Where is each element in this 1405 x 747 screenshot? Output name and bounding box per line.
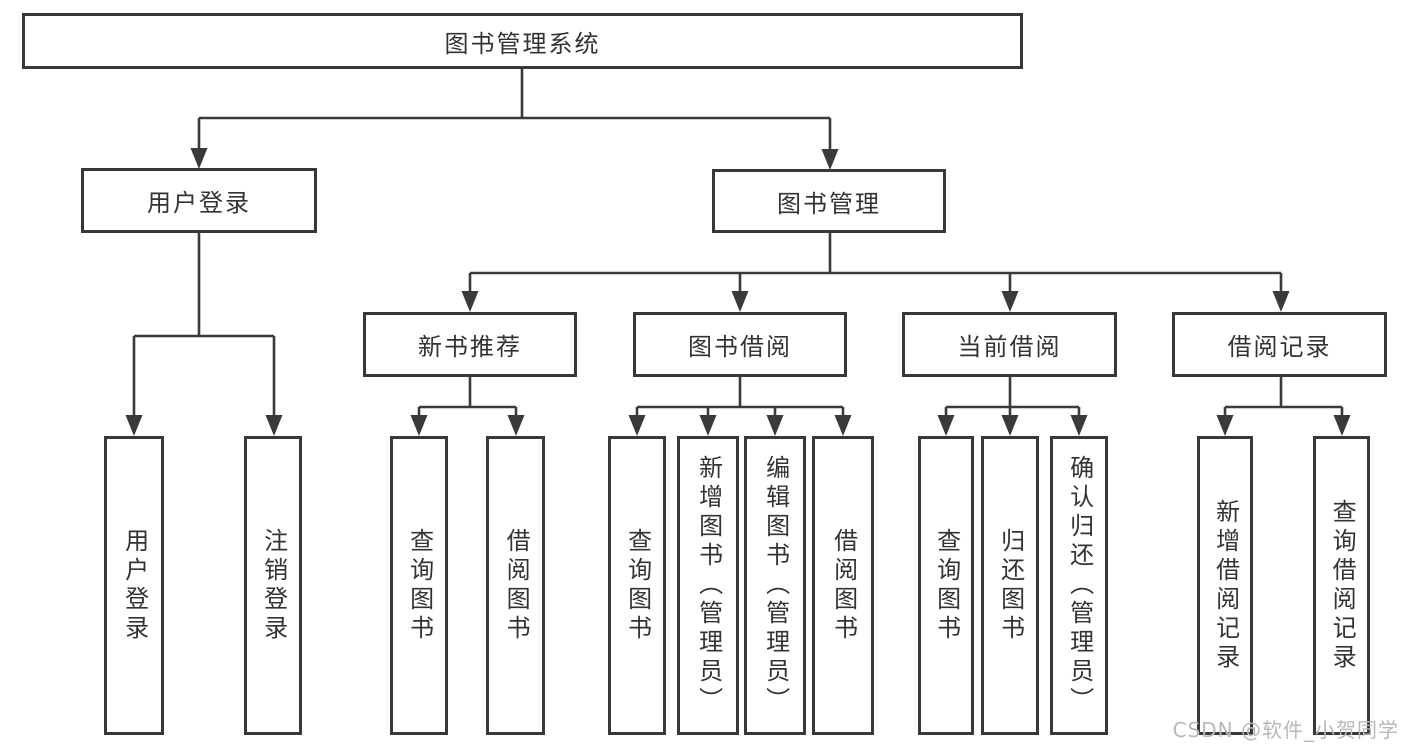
leaf-return-books: 归还图书 <box>981 436 1039 735</box>
leaf-query-borrow-record-label: 查询借阅记录 <box>1328 498 1357 673</box>
leaf-user-login: 用户登录 <box>104 436 164 735</box>
leaf-user-login-label: 用户登录 <box>120 527 149 644</box>
node-current-borrowing-label: 当前借阅 <box>957 333 1062 361</box>
leaf-query-books-current: 查询图书 <box>918 436 974 735</box>
node-new-book-recommend: 新书推荐 <box>363 312 577 377</box>
arrowhead <box>1070 415 1088 436</box>
leaf-edit-books-admin-label: 编辑图书（管理员） <box>761 455 790 716</box>
arrowhead <box>461 291 479 312</box>
arrowhead <box>125 415 143 436</box>
leaf-borrow-books-recommend: 借阅图书 <box>486 436 545 735</box>
leaf-query-books-recommend-label: 查询图书 <box>405 527 434 644</box>
arrowhead <box>731 291 749 312</box>
arrowhead <box>766 415 784 436</box>
arrowhead <box>265 415 283 436</box>
arrowhead <box>699 415 717 436</box>
arrowhead <box>834 415 852 436</box>
leaf-return-books-label: 归还图书 <box>996 527 1025 644</box>
arrowhead <box>821 149 839 170</box>
node-user-login: 用户登录 <box>81 168 317 233</box>
leaf-add-borrow-record-label: 新增借阅记录 <box>1211 498 1240 673</box>
node-book-management-label: 图书管理 <box>777 189 881 218</box>
node-borrow-records-label: 借阅记录 <box>1227 333 1332 361</box>
node-book-borrowing: 图书借阅 <box>633 312 847 377</box>
node-library-system-label: 图书管理系统 <box>444 29 601 58</box>
arrowhead <box>937 415 955 436</box>
arrowhead <box>628 415 646 436</box>
arrowhead <box>1001 291 1019 312</box>
leaf-query-books-borrowing-label: 查询图书 <box>623 527 652 644</box>
arrowhead <box>1272 291 1290 312</box>
leaf-query-books-borrowing: 查询图书 <box>608 436 666 735</box>
node-user-login-label: 用户登录 <box>147 189 251 217</box>
node-current-borrowing: 当前借阅 <box>902 312 1117 377</box>
leaf-logout-login-label: 注销登录 <box>259 527 288 644</box>
leaf-borrow-books-recommend-label: 借阅图书 <box>502 527 531 644</box>
leaf-borrow-books-borrowing-label: 借阅图书 <box>829 527 858 644</box>
leaf-query-books-current-label: 查询图书 <box>932 527 961 644</box>
leaf-query-books-recommend: 查询图书 <box>390 436 448 735</box>
arrowhead <box>1001 415 1019 436</box>
leaf-query-borrow-record: 查询借阅记录 <box>1313 436 1370 735</box>
leaf-borrow-books-borrowing: 借阅图书 <box>812 436 874 735</box>
leaf-edit-books-admin: 编辑图书（管理员） <box>744 436 806 735</box>
node-library-system: 图书管理系统 <box>22 13 1023 69</box>
leaf-add-borrow-record: 新增借阅记录 <box>1197 436 1253 735</box>
csdn-watermark: CSDN @软件_小贺同学 <box>1172 718 1399 742</box>
node-new-book-recommend-label: 新书推荐 <box>418 333 522 361</box>
arrowhead <box>507 415 525 436</box>
node-borrow-records: 借阅记录 <box>1172 312 1387 377</box>
arrowhead <box>1333 415 1351 436</box>
arrowhead <box>190 148 208 169</box>
leaf-confirm-return-admin: 确认归还（管理员） <box>1050 436 1108 735</box>
leaf-confirm-return-admin-label: 确认归还（管理员） <box>1065 455 1094 716</box>
leaf-add-books-admin-label: 新增图书（管理员） <box>694 455 723 716</box>
node-book-management: 图书管理 <box>712 169 946 233</box>
leaf-add-books-admin: 新增图书（管理员） <box>677 436 739 735</box>
connector-path <box>132 68 1344 419</box>
leaf-logout-login: 注销登录 <box>244 436 302 735</box>
arrowhead <box>410 415 428 436</box>
arrowhead <box>1216 415 1234 436</box>
node-book-borrowing-label: 图书借阅 <box>688 333 792 361</box>
